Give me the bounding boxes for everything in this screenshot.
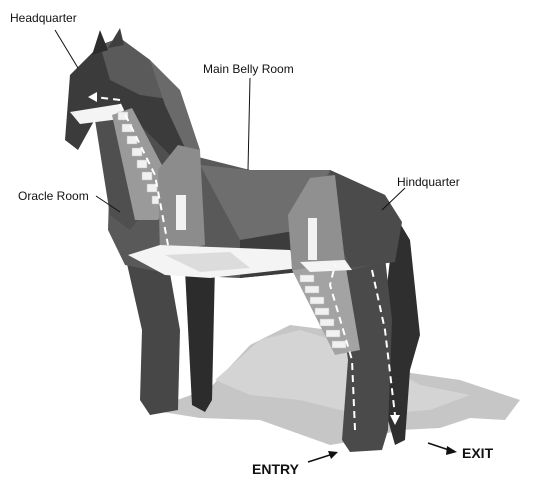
horse-ear-right [108,28,124,48]
label-oracle-room: Oracle Room [18,189,89,203]
rear-leg-back [382,215,420,445]
hindquarter-facet [330,170,402,268]
label-entry: ENTRY [252,461,300,477]
front-leg-back [185,265,215,412]
entry-arrow-shaft [307,453,334,463]
label-exit: EXIT [462,445,494,461]
horse-head [65,38,195,155]
leader-headquarter [54,29,79,69]
rear-upper-floor [300,260,352,272]
oracle-room-doorway [176,195,186,230]
leader-hindquarter [381,187,406,211]
path-up-to-headquarter [94,96,121,101]
hindquarter-doorway [308,218,317,260]
path-rear-stair-up [328,264,356,431]
head-facet [100,38,175,100]
belly-floor-shade [165,252,250,272]
horse-mane [150,60,200,150]
label-main-belly-room: Main Belly Room [203,62,294,76]
leader-main-belly [247,77,251,171]
exit-arrowhead [446,446,457,455]
path-front-stair [119,103,169,246]
entry-arrowhead [328,451,338,459]
path-rear-exit-down [371,269,396,416]
rear-stairs [299,274,347,349]
rear-leg-front [340,230,392,452]
path-arrowhead-headquarter [88,92,97,102]
front-stairs [117,111,163,205]
label-headquarter: Headquarter [10,11,77,25]
label-hindquarter: Hindquarter [397,175,460,189]
path-arrowhead-exit [390,415,400,425]
front-leg-front [125,255,180,415]
leader-oracle [95,195,121,213]
horse-ear-left [92,30,108,55]
